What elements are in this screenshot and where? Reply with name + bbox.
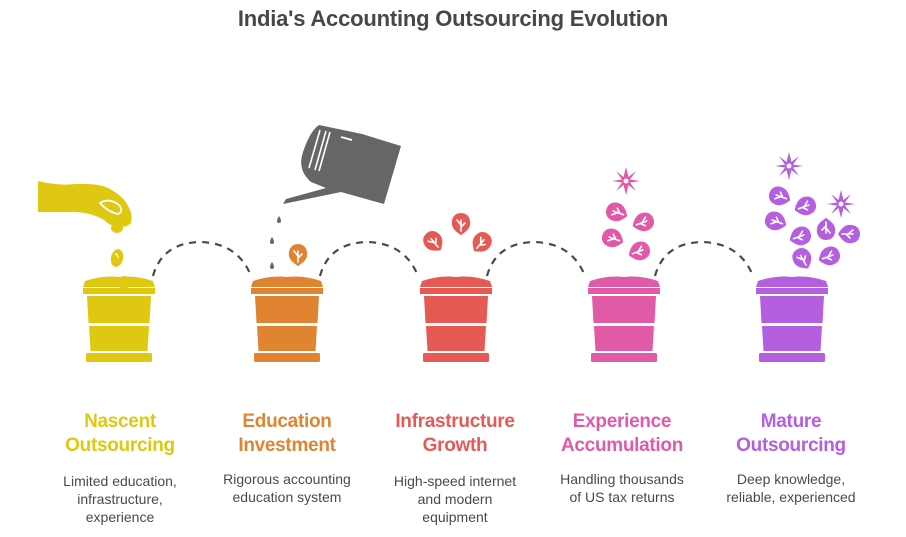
- stage-heading: Infrastructure Growth: [395, 411, 515, 456]
- stage-nascent-outsourcing: Nascent Outsourcing Limited education, i…: [35, 410, 205, 526]
- stage-mature-outsourcing: Mature Outsourcing Deep knowledge, relia…: [706, 410, 876, 506]
- stage-experience-accumulation: Experience Accumulation Handling thousan…: [537, 410, 707, 506]
- three-leaves-icon: [419, 213, 496, 258]
- stage-education-investment: Education Investment Rigorous accounting…: [202, 410, 372, 506]
- watering-can-icon: [270, 125, 401, 269]
- hand-dropping-seeds-icon: [38, 181, 132, 290]
- stage-heading: Mature Outsourcing: [736, 411, 846, 456]
- stage-infrastructure-growth: Infrastructure Growth High-speed interne…: [370, 410, 540, 526]
- leaves-and-flower-icon: [599, 167, 657, 264]
- stage-description: Deep knowledge, reliable, experienced: [726, 471, 856, 505]
- page-title: India's Accounting Outsourcing Evolution: [237, 6, 669, 31]
- stage-description: Handling thousands of US tax returns: [560, 471, 684, 505]
- stage-description: Limited education, infrastructure, exper…: [63, 473, 177, 525]
- pot-1: [83, 276, 155, 362]
- stage-heading: Nascent Outsourcing: [65, 411, 175, 456]
- pot-2: [251, 276, 323, 362]
- stage-heading: Experience Accumulation: [560, 411, 684, 456]
- stage-description: Rigorous accounting education system: [223, 471, 351, 505]
- stage-heading: Education Investment: [238, 411, 336, 456]
- connector-arc-2: [318, 240, 420, 277]
- sprout-leaf: [288, 244, 308, 266]
- connector-arc-4: [653, 240, 755, 277]
- stage-description: High-speed internet and modern equipment: [393, 473, 517, 525]
- pot-3: [420, 276, 492, 362]
- pot-5: [756, 276, 828, 362]
- connector-arc-1: [151, 240, 253, 277]
- full-bloom-icon: [762, 152, 860, 273]
- connector-arc-3: [485, 240, 587, 277]
- diagram-illustration: [38, 125, 860, 362]
- pot-4: [588, 276, 660, 362]
- connector-arcs: [151, 240, 755, 277]
